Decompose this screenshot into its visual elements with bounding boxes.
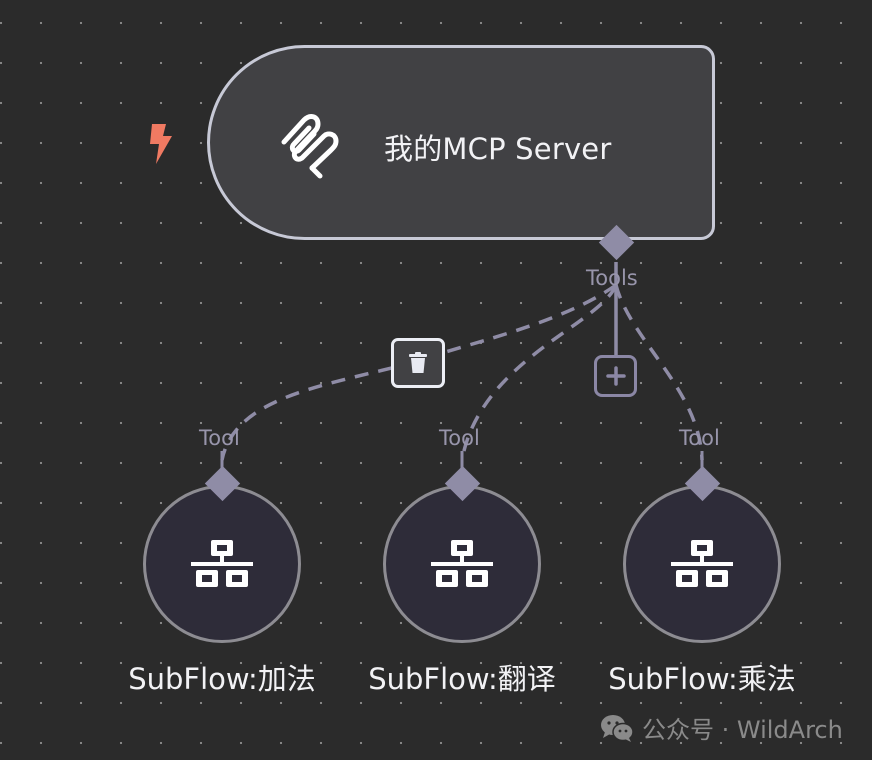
tool-node-label: SubFlow:加法 xyxy=(128,662,316,696)
tool-input-handle-label: Tool xyxy=(679,426,720,450)
sitemap-icon xyxy=(671,540,733,587)
lightning-bolt-icon xyxy=(150,124,172,164)
tool-node-label: SubFlow:乘法 xyxy=(608,662,796,696)
edge-to-tool-3[interactable] xyxy=(614,284,704,461)
tool-node-add[interactable] xyxy=(143,485,301,643)
server-node-title: 我的MCP Server xyxy=(384,132,612,166)
tool-input-handle-label: Tool xyxy=(439,426,480,450)
trash-icon xyxy=(409,352,427,373)
edge-to-tool-2[interactable] xyxy=(460,284,618,461)
delete-edge-button[interactable] xyxy=(391,338,445,388)
plus-icon xyxy=(605,366,626,386)
watermark-text: 公众号 · WildArch xyxy=(642,716,843,744)
sitemap-icon xyxy=(431,540,493,587)
tool-node-label: SubFlow:翻译 xyxy=(368,662,556,696)
mcp-icon xyxy=(281,114,339,179)
tool-input-handle-label: Tool xyxy=(199,426,240,450)
add-tool-button[interactable] xyxy=(594,355,637,397)
tool-node-translate[interactable] xyxy=(383,485,541,643)
tool-node-multiply[interactable] xyxy=(623,485,781,643)
watermark: 公众号 · WildArch xyxy=(600,710,843,745)
sitemap-icon xyxy=(191,540,253,587)
mcp-server-node[interactable]: 我的MCP Server xyxy=(207,45,715,240)
server-output-handle-label: Tools xyxy=(586,266,638,290)
wechat-icon xyxy=(601,714,634,742)
